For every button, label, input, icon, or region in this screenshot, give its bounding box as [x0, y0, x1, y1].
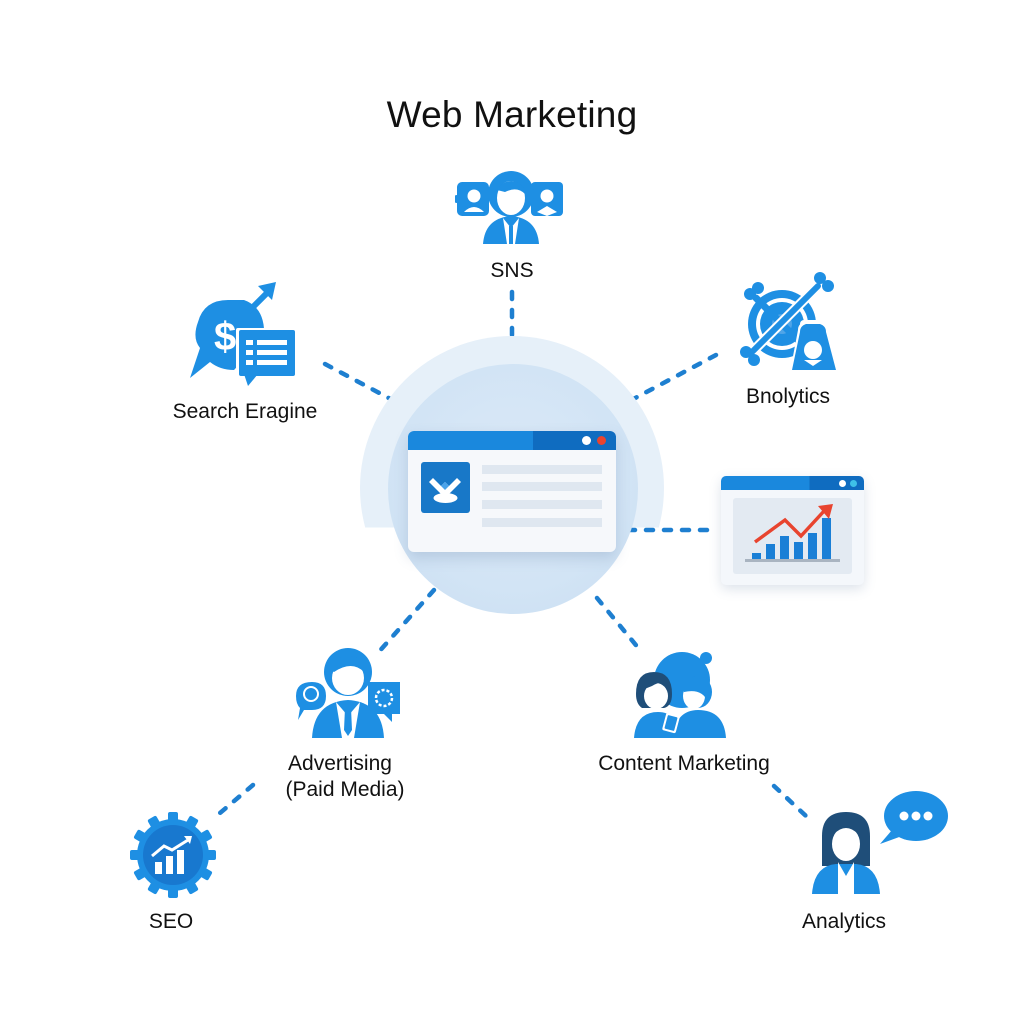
hub-browser-window — [408, 431, 616, 552]
dollar-chat-icon: $ — [190, 282, 296, 386]
people-group-icon — [453, 171, 563, 244]
team-collaboration-icon — [634, 652, 726, 738]
label-seo: SEO — [148, 910, 194, 933]
node-sns[interactable] — [453, 168, 567, 248]
node-seo[interactable] — [130, 812, 216, 898]
browser-title-bar — [408, 431, 616, 450]
text-line — [482, 518, 602, 527]
profile-avatar-icon — [421, 462, 470, 513]
connector-content — [594, 595, 643, 653]
label-bnolytics: Bnolytics — [745, 385, 831, 408]
svg-text:$: $ — [214, 315, 236, 359]
window-dot-cyan — [850, 480, 857, 487]
text-line — [482, 500, 602, 509]
connector-bnolytics — [621, 352, 719, 407]
gear-chart-icon — [130, 812, 216, 898]
window-dot-red — [597, 436, 606, 445]
node-advertising[interactable] — [292, 646, 404, 740]
label-advertising-line2: (Paid Media) — [285, 778, 405, 801]
node-content-marketing[interactable] — [632, 650, 732, 738]
node-dashboard[interactable] — [721, 476, 864, 585]
label-analytics: Analytics — [801, 910, 887, 933]
businessman-icon — [296, 648, 400, 738]
text-line — [482, 482, 602, 491]
node-bnolytics[interactable] — [738, 272, 842, 374]
label-content-marketing: Content Marketing — [598, 752, 770, 775]
label-advertising-line1: Advertising — [288, 752, 392, 775]
text-line — [482, 465, 602, 474]
diagram-title: Web Marketing — [386, 94, 638, 135]
label-sns: SNS — [490, 259, 534, 282]
label-search-engine: Search Eragine — [172, 400, 318, 423]
connector-advertising — [373, 587, 437, 658]
connector-search-engine — [322, 361, 401, 406]
window-dot-white — [839, 480, 846, 487]
connector-seo — [217, 782, 256, 816]
node-search-engine[interactable]: $ — [184, 278, 300, 388]
growth-chart-window-icon — [733, 498, 852, 574]
chart-window-title-bar — [721, 476, 864, 490]
window-dot-white — [582, 436, 591, 445]
crossed-target-bell-icon — [740, 272, 838, 372]
node-analytics[interactable] — [812, 786, 952, 896]
connector-analytics — [771, 783, 809, 819]
woman-speech-bubble-icon — [812, 791, 948, 894]
